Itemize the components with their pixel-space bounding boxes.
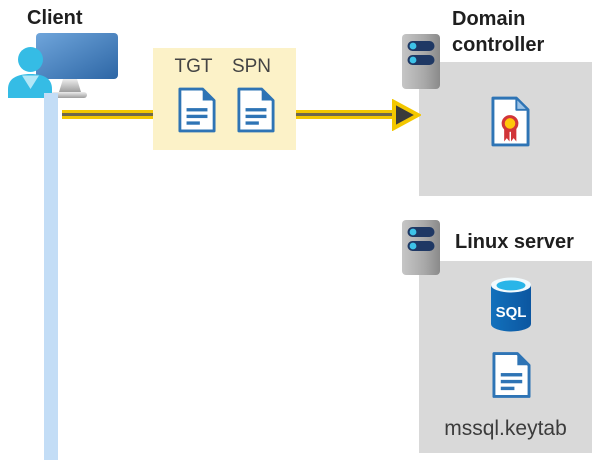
- domain-controller-label: Domain controller: [452, 8, 545, 56]
- tgt-document-icon: [178, 87, 216, 133]
- linux-server-icon: [402, 220, 440, 275]
- sql-icon-text: SQL: [496, 304, 527, 321]
- auth-arrow-head-icon: [392, 99, 421, 131]
- ticket-box: TGT SPN: [153, 48, 296, 150]
- client-label: Client: [27, 7, 83, 29]
- monitor-screen: [36, 33, 118, 79]
- tgt-label: TGT: [174, 56, 213, 77]
- keytab-filename-label: mssql.keytab: [444, 417, 567, 440]
- linux-server-label: Linux server: [455, 231, 574, 253]
- timeline-line: [44, 93, 58, 460]
- keytab-document-icon: [492, 352, 531, 398]
- client-computer-icon: [8, 33, 118, 98]
- monitor-stand: [59, 79, 81, 92]
- domain-controller-server-icon: [402, 34, 440, 89]
- certificate-icon: [491, 96, 530, 147]
- spn-document-icon: [237, 87, 275, 133]
- person-icon: [8, 47, 52, 98]
- spn-label: SPN: [231, 56, 272, 77]
- monitor-base: [51, 92, 87, 98]
- sql-database-icon: SQL: [491, 277, 531, 332]
